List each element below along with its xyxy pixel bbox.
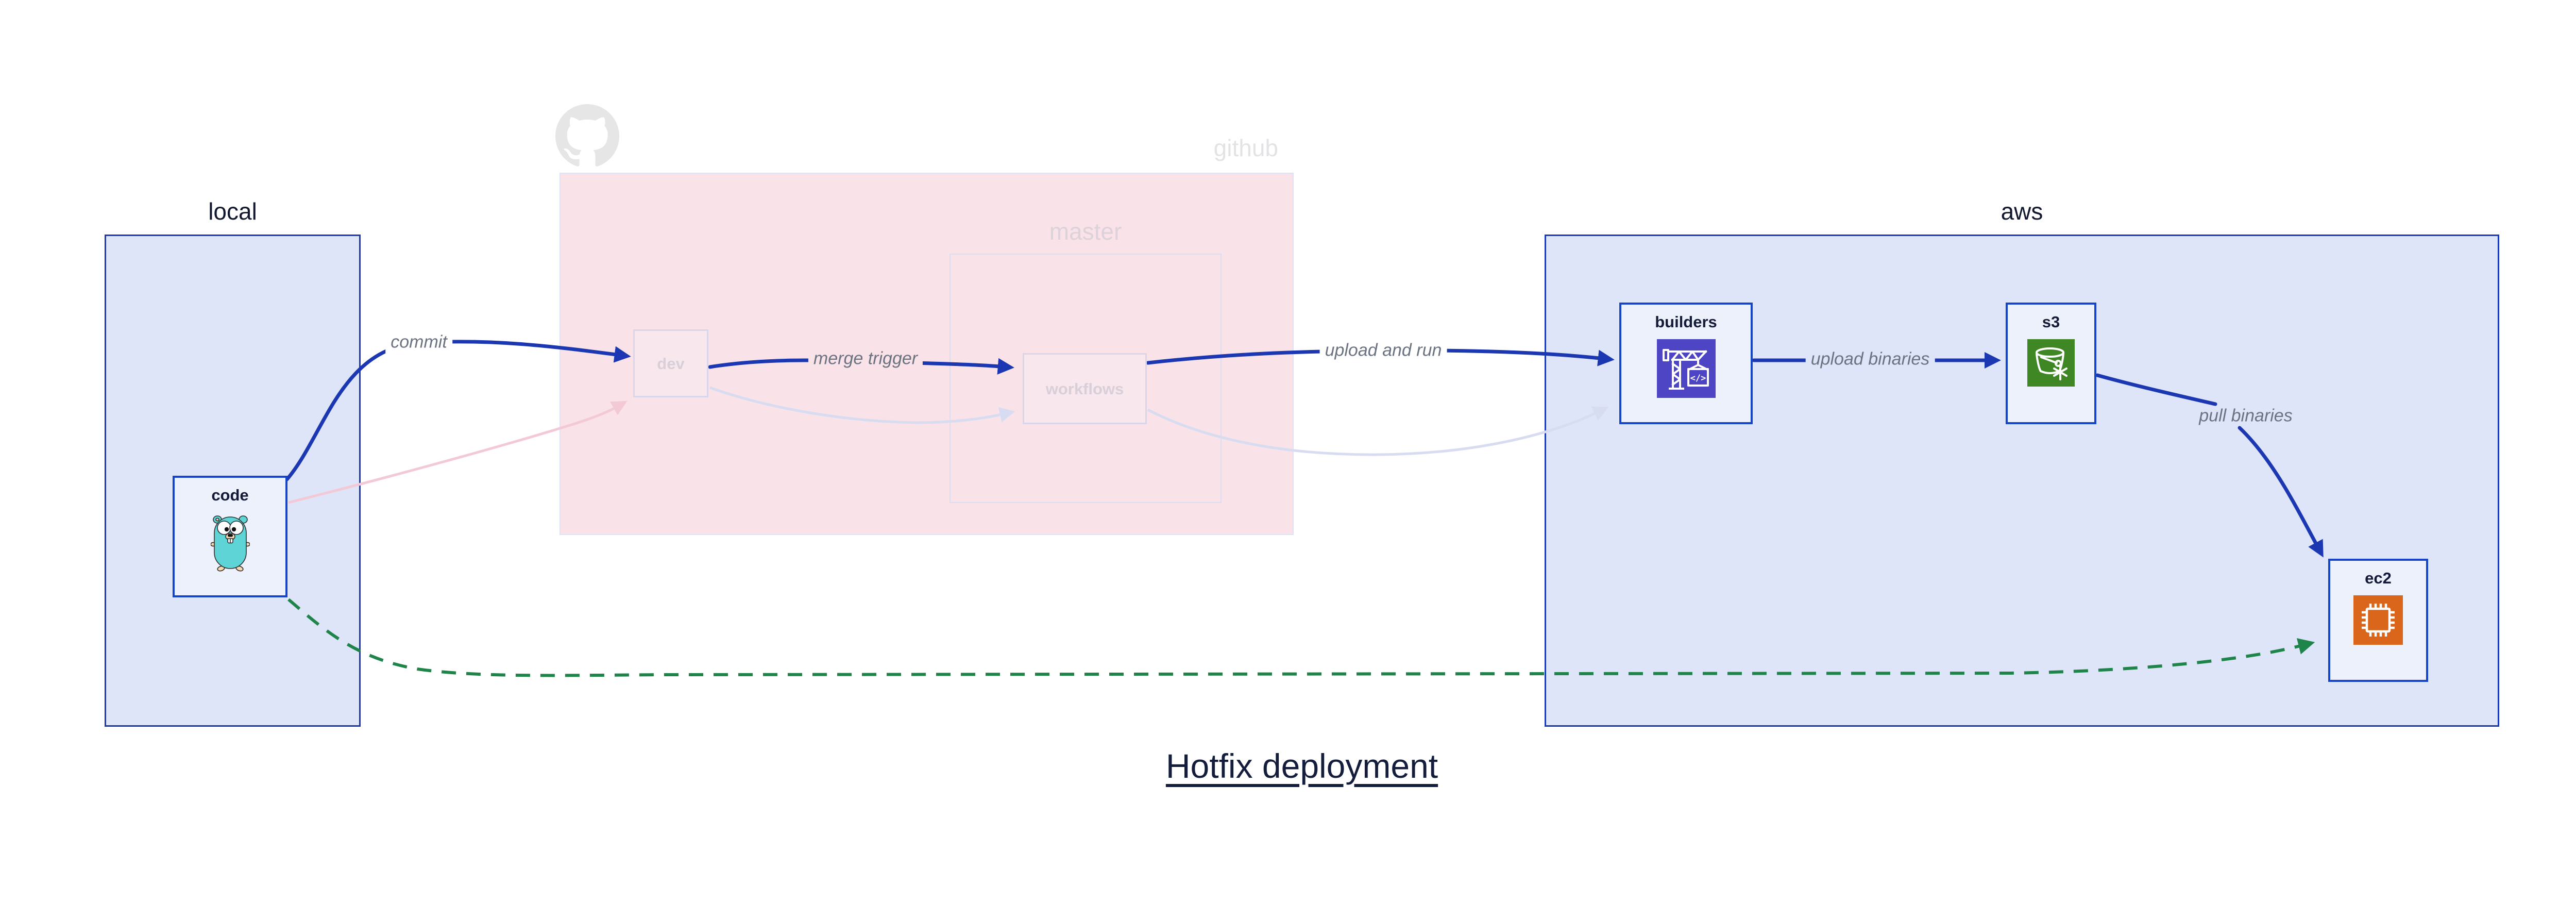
node-dev: dev [633, 329, 708, 397]
node-workflows: workflows [1023, 353, 1147, 424]
page-title: Hotfix deployment [1165, 747, 1438, 785]
node-s3-label: s3 [2042, 313, 2060, 331]
codebuild-crane-icon: </> [1656, 339, 1716, 398]
edge-label-upload-binaries: upload binaries [1805, 348, 1935, 371]
go-gopher-icon [210, 515, 250, 572]
edge-label-upload-and-run: upload and run [1319, 339, 1447, 362]
node-builders-label: builders [1655, 313, 1717, 331]
node-dev-label: dev [657, 354, 685, 373]
node-code: code [173, 476, 287, 597]
ec2-chip-icon [2353, 595, 2403, 645]
svg-text:</>: </> [1690, 373, 1706, 383]
node-code-label: code [211, 486, 249, 504]
node-workflows-label: workflows [1045, 379, 1124, 398]
octocat-icon [555, 104, 619, 166]
node-s3: s3 [2006, 303, 2096, 424]
edge-label-commit: commit [385, 331, 452, 354]
node-ec2-label: ec2 [2365, 569, 2392, 587]
github-region-label: github [1213, 135, 1278, 161]
aws-region-label: aws [2001, 198, 2043, 225]
master-subregion [950, 254, 1222, 503]
edge-label-merge-trigger: merge trigger [808, 347, 923, 370]
master-subregion-label: master [1049, 218, 1122, 245]
node-builders: builders </> [1619, 303, 1753, 424]
node-ec2: ec2 [2328, 559, 2428, 682]
s3-glacier-bucket-icon [2027, 339, 2075, 387]
local-region-label: local [208, 198, 257, 225]
edge-label-pull-binaries: pull binaries [2199, 406, 2293, 426]
